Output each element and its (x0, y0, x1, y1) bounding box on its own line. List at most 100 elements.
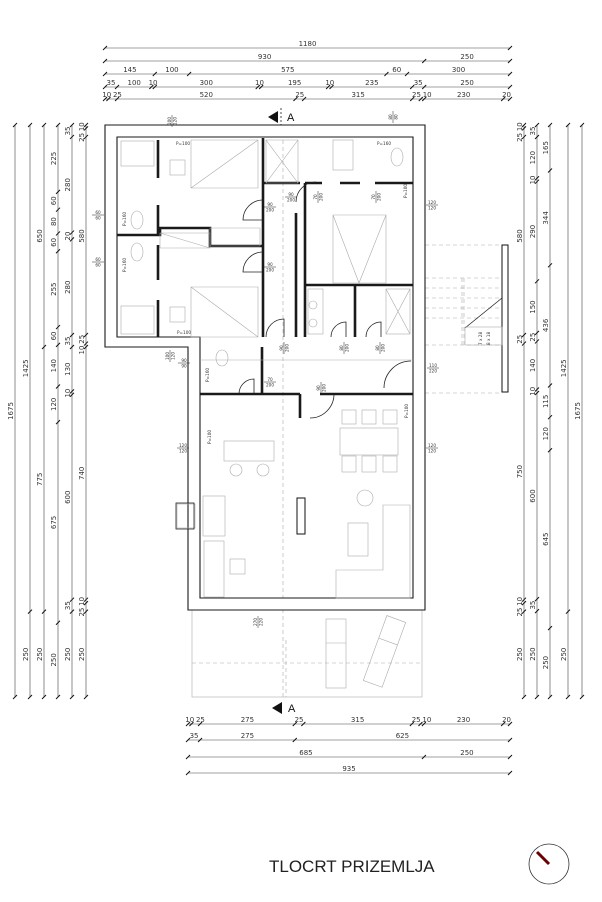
dimension-tick (534, 387, 540, 392)
dimension-value: 344 (542, 211, 550, 225)
dimension-tick (292, 721, 298, 727)
dimension-tick (534, 179, 540, 185)
dimension-value: 25 (516, 608, 524, 617)
dimension-tick (547, 262, 553, 268)
dimension-tick (185, 754, 191, 760)
dimension-tick (69, 392, 75, 398)
dimension-tick (102, 96, 108, 102)
dimension-tick (404, 71, 410, 77)
dimension-tick (114, 96, 120, 102)
opening-height: 200 (266, 268, 274, 273)
dimension-value: 10 (78, 122, 86, 131)
section-marker-bottom: A (272, 702, 296, 715)
dimension-tick (106, 96, 111, 102)
dimension-tick (12, 694, 18, 700)
dimension-tick (69, 609, 75, 614)
dimension-value: 25 (529, 333, 537, 342)
dimension-tick (421, 721, 427, 727)
dimension-tick (521, 126, 527, 131)
dimension-value: 935 (342, 765, 355, 773)
opening-height: 120 (173, 117, 178, 125)
dimension-tick (421, 754, 427, 760)
dimension-tick (83, 600, 89, 606)
opening-height: 200 (285, 344, 290, 352)
dimension-value: 25 (78, 608, 86, 617)
dimension-tick (534, 175, 540, 181)
dimension-tick (521, 341, 527, 346)
dimension-tick (325, 84, 331, 90)
dimension-tick (534, 122, 540, 128)
dimension-value: 250 (78, 648, 86, 661)
dimension-tick (55, 231, 61, 236)
section-label: A (287, 112, 295, 124)
dimension-value: 575 (281, 66, 294, 74)
dimension-value: 600 (529, 489, 537, 502)
dimension-chain-right: 1675 (574, 122, 585, 700)
dimension-tick (83, 332, 89, 338)
dimension-value: 10 (102, 91, 111, 99)
dimension-value: 230 (457, 91, 470, 99)
dimension-value: 10 (78, 597, 86, 606)
dimension-tick (55, 248, 61, 254)
dimension-value: 1180 (299, 40, 317, 48)
dimension-value: 250 (460, 53, 473, 61)
opening-width: 100 (167, 117, 172, 125)
dimension-value: 315 (351, 716, 364, 724)
dimension-chain-bottom: 935 (185, 765, 513, 776)
dimension-value: 685 (299, 749, 312, 757)
dimension-value: 300 (452, 66, 465, 74)
dimension-value: 235 (365, 79, 378, 87)
opening-width: 100 (165, 352, 170, 360)
opening-width: 90 (267, 262, 273, 267)
dimension-value: 35 (64, 601, 72, 610)
dimension-tick (148, 84, 154, 90)
opening-width: 90 (288, 192, 294, 197)
dimension-tick (547, 414, 553, 420)
dimension-tick (83, 341, 89, 346)
dimension-value: 35 (107, 79, 116, 87)
dimension-value: 35 (64, 127, 72, 136)
dimension-tick (547, 122, 553, 128)
opening-height: 200 (322, 384, 327, 392)
dimension-value: 250 (36, 648, 44, 661)
dimension-tick (55, 342, 61, 348)
dimension-value: 10 (255, 79, 264, 87)
dimension-tick (41, 609, 47, 614)
opening-height: 80 (394, 114, 399, 120)
dimension-tick (418, 721, 423, 727)
dimension-tick (258, 84, 264, 90)
dimension-tick (521, 609, 527, 614)
dimension-value: 250 (50, 653, 58, 666)
dimension-tick (102, 58, 108, 64)
dimension-value: 140 (50, 359, 58, 372)
dimension-value: 250 (22, 648, 30, 661)
dimension-tick (102, 84, 108, 90)
dimension-tick (507, 58, 513, 64)
dimension-tick (27, 122, 33, 128)
dimension-tick (197, 737, 203, 743)
opening-height: 200 (381, 344, 386, 352)
dimension-tick (301, 721, 306, 727)
opening-width: 70 (267, 377, 273, 382)
dimension-value: 25 (516, 335, 524, 344)
dimension-value: 750 (516, 465, 524, 478)
dimension-value: 25 (78, 133, 86, 142)
stairs-spec: 7 x 28 (478, 332, 483, 345)
sun-loungers (325, 615, 407, 689)
opening-width: 270 (253, 618, 258, 626)
dimension-tick (565, 609, 571, 614)
dimension-value: 60 (50, 332, 58, 341)
dimension-value: 250 (516, 648, 524, 661)
